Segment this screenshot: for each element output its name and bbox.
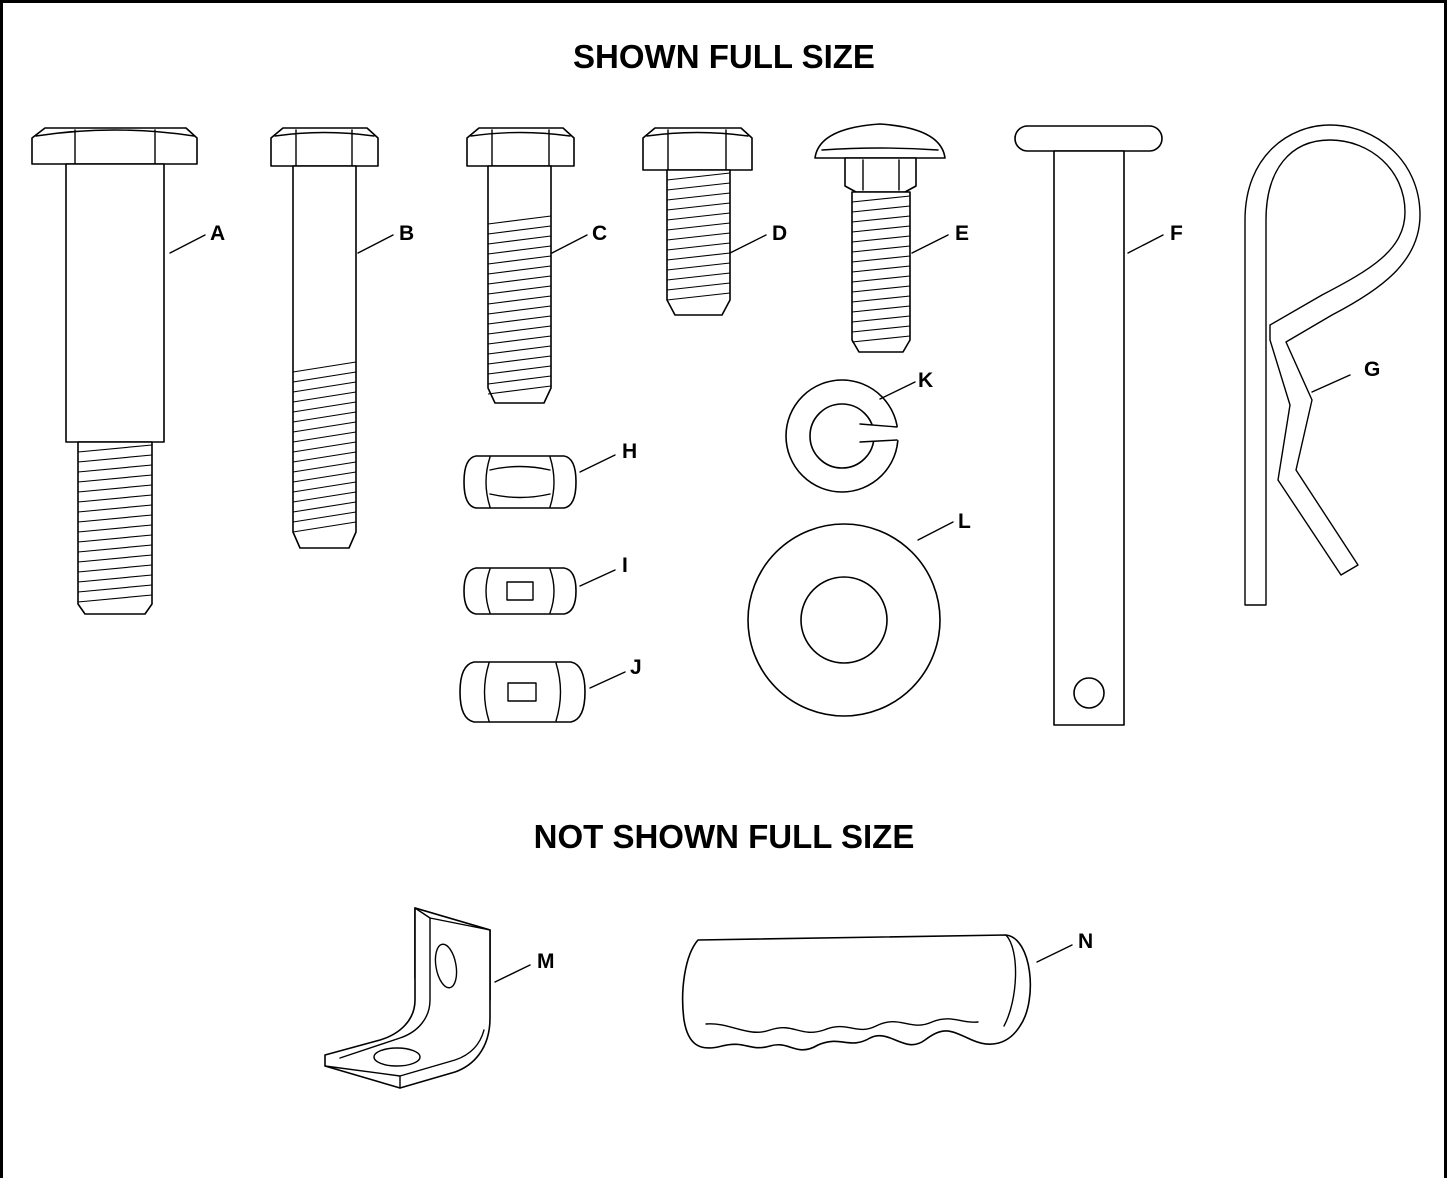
- label-h: H: [622, 440, 637, 463]
- part-f-clevis-pin: F: [1014, 125, 1183, 726]
- thread-lines-c: [487, 215, 552, 395]
- part-d-hex-bolt: D: [642, 127, 787, 316]
- label-b: B: [399, 222, 414, 245]
- label-i: I: [622, 554, 628, 577]
- label-g: G: [1364, 358, 1380, 381]
- part-e-carriage-bolt: E: [814, 123, 969, 353]
- label-n: N: [1078, 930, 1093, 953]
- label-j: J: [630, 656, 642, 679]
- label-m: M: [537, 950, 555, 973]
- label-l: L: [958, 510, 971, 533]
- thread-lines-e: [851, 195, 911, 343]
- heading-shown-full-size: SHOWN FULL SIZE: [573, 38, 875, 75]
- thread-lines-a: [77, 444, 153, 603]
- part-g-hair-pin: G: [1244, 124, 1421, 606]
- part-b-hex-bolt: B: [270, 127, 414, 549]
- label-a: A: [210, 222, 225, 245]
- part-a-shoulder-bolt: A: [31, 127, 225, 615]
- label-e: E: [955, 222, 969, 245]
- part-n-handle-grip: N: [681, 930, 1093, 1051]
- label-d: D: [772, 222, 787, 245]
- part-h-hex-nut: H: [463, 440, 637, 509]
- part-c-hex-bolt: C: [466, 127, 607, 404]
- thread-lines-b: [292, 361, 357, 533]
- part-m-angle-bracket: M: [324, 907, 555, 1089]
- thread-lines-d: [666, 172, 731, 301]
- heading-not-shown-full-size: NOT SHOWN FULL SIZE: [534, 818, 915, 855]
- part-i-lock-nut: I: [463, 554, 628, 615]
- label-f: F: [1170, 222, 1183, 245]
- part-l-flat-washer: L: [747, 510, 971, 717]
- part-k-lock-washer: K: [785, 369, 933, 493]
- part-j-lock-nut: J: [459, 656, 642, 723]
- label-c: C: [592, 222, 607, 245]
- label-k: K: [918, 369, 933, 392]
